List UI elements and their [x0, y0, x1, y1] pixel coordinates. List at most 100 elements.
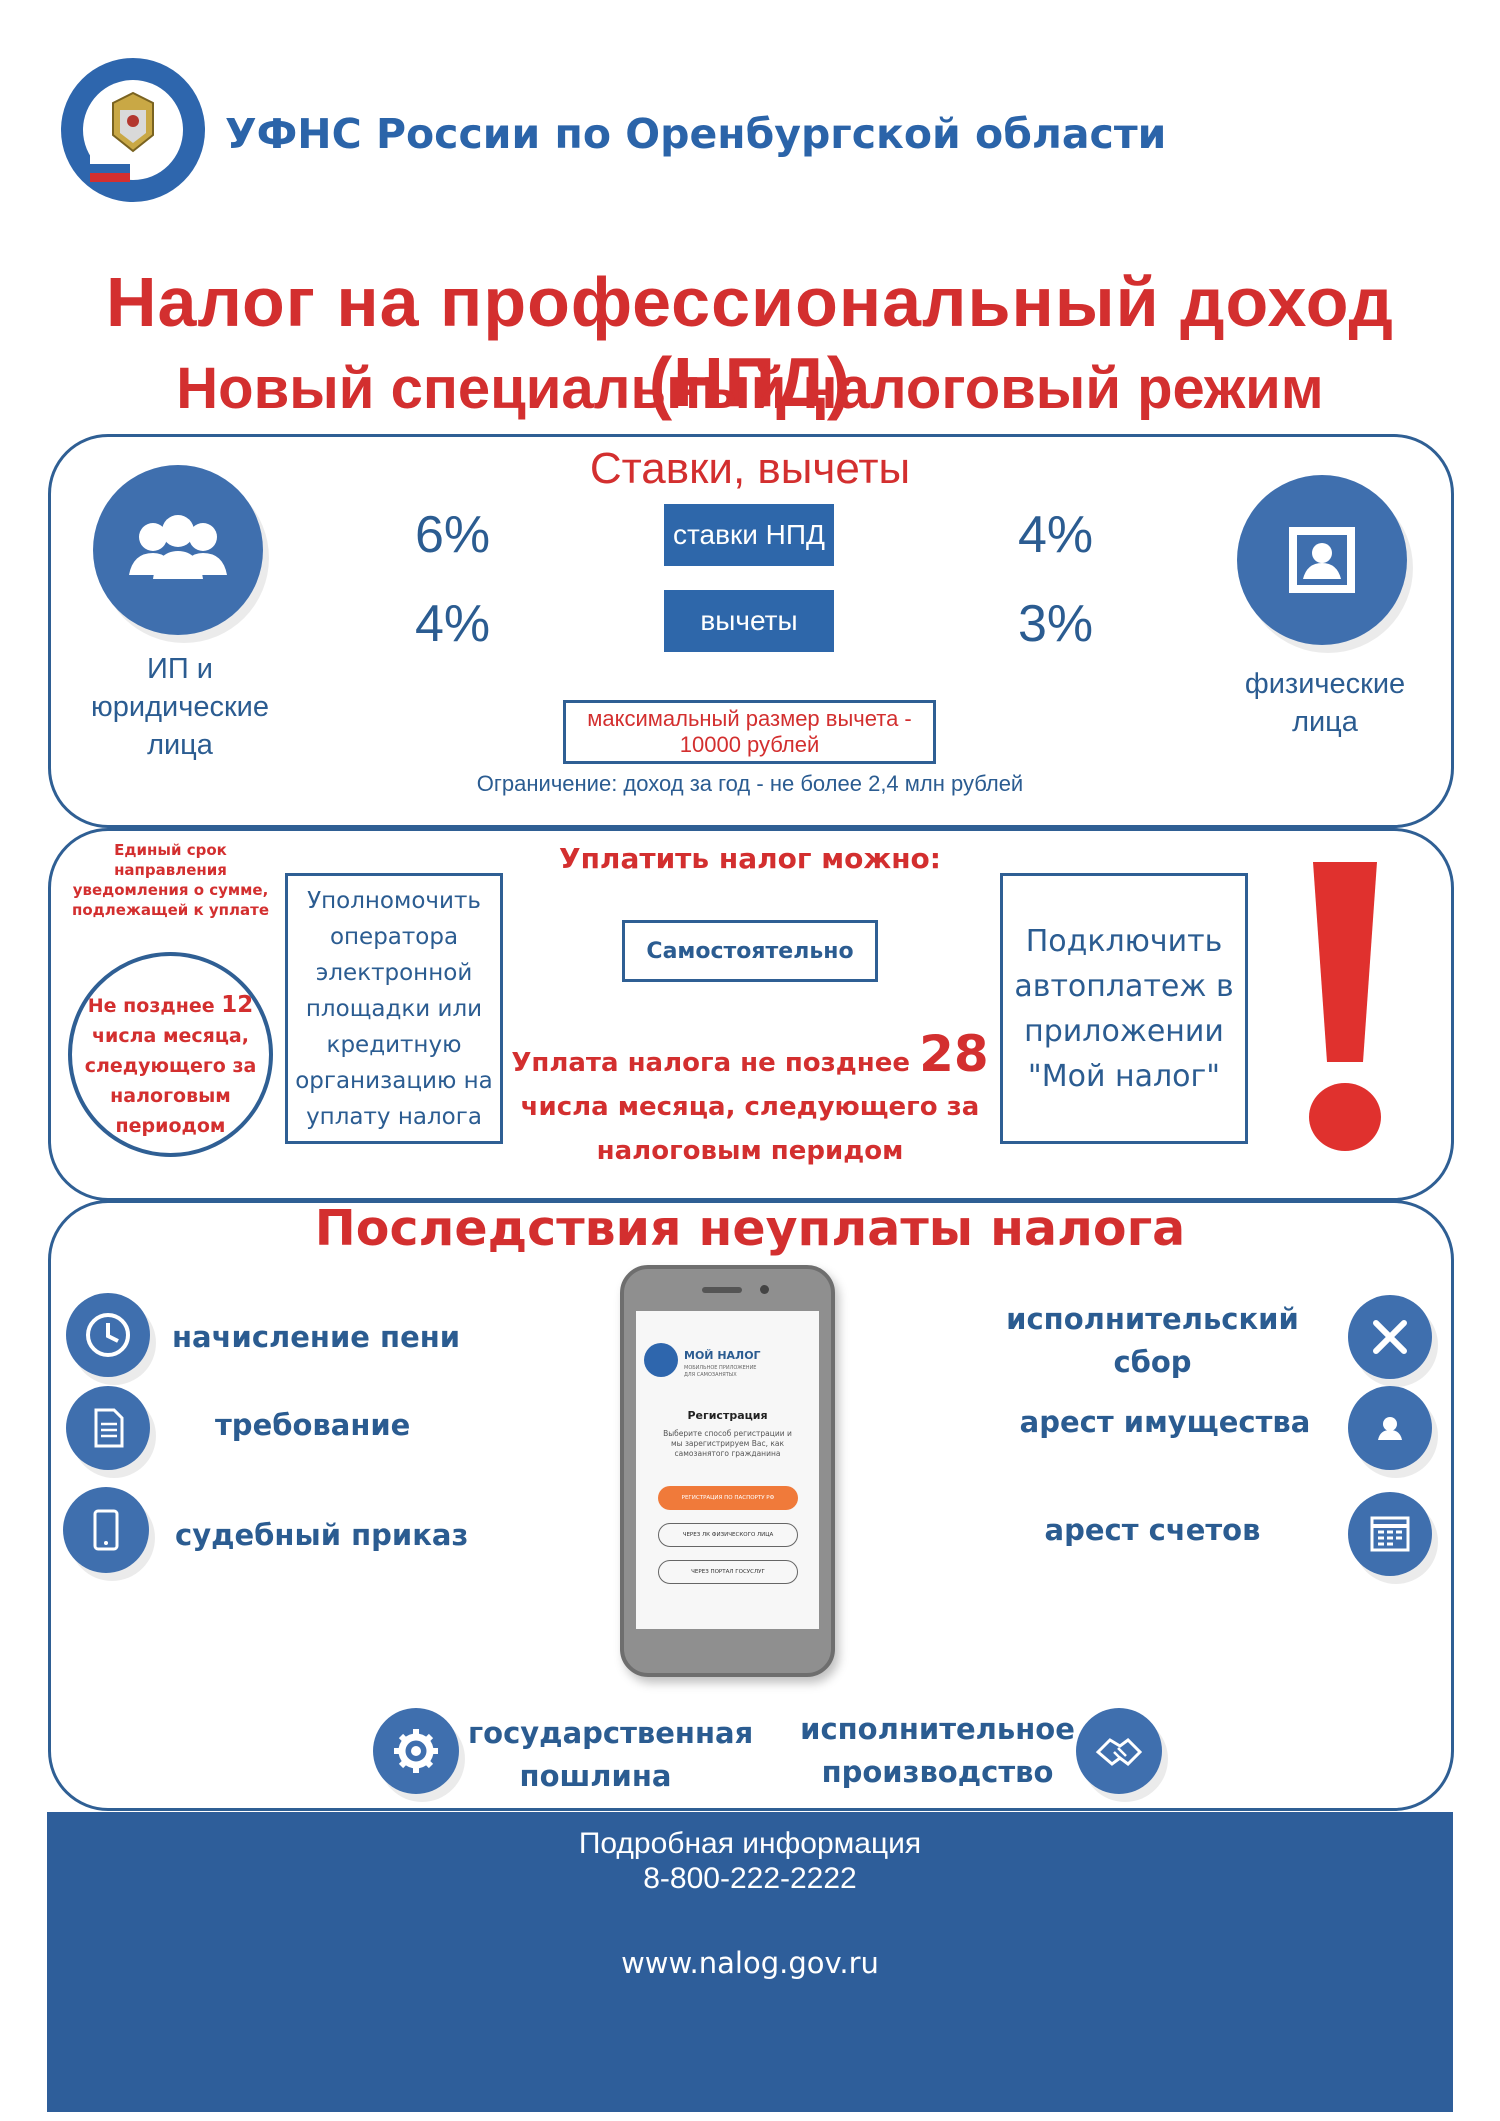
- state-duty-line1: государственная: [468, 1716, 754, 1750]
- clock-icon: [66, 1293, 150, 1377]
- operator-line4: площадки или: [305, 995, 483, 1022]
- operator-line2: оператора: [329, 923, 459, 950]
- calendar-icon: [1348, 1492, 1432, 1576]
- deduction-right-value: 3%: [1018, 595, 1094, 653]
- operator-line1: Уполномочить: [307, 887, 481, 914]
- close-icon: [1348, 1295, 1432, 1379]
- deduction-left-value: 4%: [415, 595, 491, 653]
- notice-deadline-line5: периодом: [115, 1115, 226, 1137]
- phone-speaker: [702, 1287, 742, 1293]
- org-name: УФНС России по Оренбургской области: [225, 110, 1167, 158]
- gosuslugi-button-label: ЧЕРЕЗ ПОРТАЛ ГОСУСЛУГ: [691, 1569, 765, 1575]
- app-subtitle: МОБИЛЬНОЕ ПРИЛОЖЕНИЕ ДЛЯ САМОЗАНЯТЫХ: [684, 1365, 756, 1379]
- notice-deadline-text: Не позднее 12 числа месяца, следующего з…: [78, 990, 263, 1141]
- passport-button[interactable]: РЕГИСТРАЦИЯ ПО ПАСПОРТУ РФ: [658, 1486, 798, 1510]
- deadline-note-line3: уведомления о сумме,: [72, 881, 269, 899]
- legal-entities-line2: юридические лица: [91, 691, 269, 761]
- payment-deadline-line2: числа месяца, следующего за: [520, 1092, 980, 1122]
- individuals-line2: лица: [1292, 706, 1358, 738]
- operator-line5: кредитную: [326, 1031, 462, 1058]
- sub-title: Новый специальный налоговый режим: [176, 356, 1324, 421]
- exclamation-icon: [1305, 862, 1385, 1162]
- notice-deadline-prefix: Не позднее: [87, 995, 215, 1017]
- penalty-label: начисление пени: [172, 1320, 461, 1354]
- autopay-line2: автоплатеж в: [1014, 968, 1234, 1004]
- autopay-box: Подключить автоплатеж в приложении "Мой …: [1000, 873, 1248, 1144]
- max-deduction-line2: 10000 рублей: [679, 732, 820, 757]
- registration-text-line1: Выберите способ регистрации и: [663, 1429, 792, 1438]
- property-arrest-label: арест имущества: [1019, 1405, 1311, 1439]
- registration-text-line2: мы зарегистрируем Вас, как: [670, 1439, 784, 1448]
- requirement-label: требование: [215, 1408, 411, 1442]
- accounts-arrest-label: арест счетов: [1044, 1513, 1261, 1547]
- operator-box: Уполномочить оператора электронной площа…: [285, 873, 503, 1144]
- rates-heading: Ставки, вычеты: [589, 444, 911, 493]
- self-payment-box: Самостоятельно: [622, 920, 878, 982]
- operator-line6: организацию на: [295, 1067, 493, 1094]
- consequences-heading: Последствия неуплаты налога: [314, 1200, 1186, 1257]
- lk-button[interactable]: ЧЕРЕЗ ЛК ФИЗИЧЕСКОГО ЛИЦА: [658, 1523, 798, 1547]
- phone-camera: [760, 1285, 769, 1294]
- notice-deadline-circle: [68, 952, 273, 1157]
- autopay-line3: приложении: [1024, 1013, 1224, 1049]
- notice-deadline-line3: следующего за: [84, 1055, 257, 1077]
- notice-deadline-line2: числа месяца,: [92, 1025, 249, 1047]
- main-title: Налог на профессиональный доход (НПД): [106, 263, 1394, 421]
- app-subtitle-line1: МОБИЛЬНОЕ ПРИЛОЖЕНИЕ: [684, 1365, 757, 1371]
- enforcement-label: исполнительное производство: [800, 1708, 1075, 1794]
- court-order-label: судебный приказ: [175, 1518, 469, 1552]
- enforcement-line1: исполнительное: [800, 1712, 1075, 1746]
- income-limit: Ограничение: доход за год - не более 2,4…: [476, 771, 1024, 796]
- footer-phone[interactable]: 8-800-222-2222: [643, 1862, 857, 1895]
- portrait-icon: [1289, 527, 1355, 593]
- max-deduction-box: максимальный размер вычета - 10000 рубле…: [563, 700, 936, 764]
- payment-deadline-line3: налоговым перидом: [596, 1136, 904, 1166]
- npd-rates-label: ставки НПД: [664, 504, 834, 566]
- exec-fee-line2: сбор: [1113, 1345, 1192, 1379]
- state-duty-label: государственная пошлина: [468, 1712, 754, 1798]
- app-title: МОЙ НАЛОГ: [684, 1349, 761, 1362]
- people-group-icon: [129, 515, 227, 579]
- document-icon: [66, 1386, 150, 1470]
- deadline-note-line2: направления: [114, 861, 227, 879]
- deadline-note: Единый срок направления уведомления о су…: [68, 840, 273, 920]
- gosuslugi-button[interactable]: ЧЕРЕЗ ПОРТАЛ ГОСУСЛУГ: [658, 1560, 798, 1584]
- app-emblem: [644, 1343, 678, 1377]
- lk-button-label: ЧЕРЕЗ ЛК ФИЗИЧЕСКОГО ЛИЦА: [682, 1532, 774, 1538]
- user-icon: [1348, 1386, 1432, 1470]
- operator-line7: уплату налога: [306, 1103, 482, 1130]
- registration-title: Регистрация: [687, 1409, 768, 1422]
- rate-left-value: 6%: [415, 506, 491, 564]
- registration-text: Выберите способ регистрации и мы зарегис…: [636, 1429, 819, 1459]
- autopay-line1: Подключить: [1025, 923, 1223, 959]
- legal-entities-line1: ИП и: [147, 653, 213, 685]
- deadline-note-line4: подлежащей к уплате: [72, 901, 269, 919]
- individuals-label: физические лица: [1205, 665, 1445, 741]
- mobile-phone-icon: [63, 1487, 149, 1573]
- payment-deadline: Уплата налога не позднее 28 числа месяца…: [505, 1029, 995, 1173]
- legal-entities-label: ИП и юридические лица: [60, 650, 300, 764]
- passport-button-label: РЕГИСТРАЦИЯ ПО ПАСПОРТУ РФ: [681, 1495, 775, 1501]
- self-payment-label: Самостоятельно: [646, 938, 854, 964]
- deadline-note-line1: Единый срок: [114, 841, 227, 859]
- deductions-label: вычеты: [664, 590, 834, 652]
- individuals-line1: физические: [1244, 668, 1406, 700]
- exec-fee-label: исполнительский сбор: [1000, 1298, 1305, 1384]
- payment-heading: Уплатить налог можно:: [559, 842, 941, 875]
- payment-deadline-prefix: Уплата налога не позднее: [511, 1048, 910, 1078]
- max-deduction-line1: максимальный размер вычета -: [587, 706, 912, 731]
- phone-screen: МОЙ НАЛОГ МОБИЛЬНОЕ ПРИЛОЖЕНИЕ ДЛЯ САМОЗ…: [636, 1311, 819, 1629]
- app-subtitle-line2: ДЛЯ САМОЗАНЯТЫХ: [684, 1372, 737, 1378]
- rate-right-value: 4%: [1018, 506, 1094, 564]
- gear-icon: [373, 1708, 459, 1794]
- enforcement-line2: производство: [821, 1755, 1054, 1789]
- individuals-circle: [1237, 475, 1407, 645]
- state-duty-line2: пошлина: [519, 1759, 672, 1793]
- operator-line3: электронной: [315, 959, 473, 986]
- legal-entities-circle: [93, 465, 263, 635]
- payment-deadline-number: 28: [919, 1025, 989, 1083]
- exec-fee-line1: исполнительский: [1006, 1302, 1299, 1336]
- notice-deadline-line4: налоговым: [110, 1085, 231, 1107]
- fns-emblem: [58, 55, 208, 205]
- footer-website[interactable]: www.nalog.gov.ru: [621, 1946, 879, 1980]
